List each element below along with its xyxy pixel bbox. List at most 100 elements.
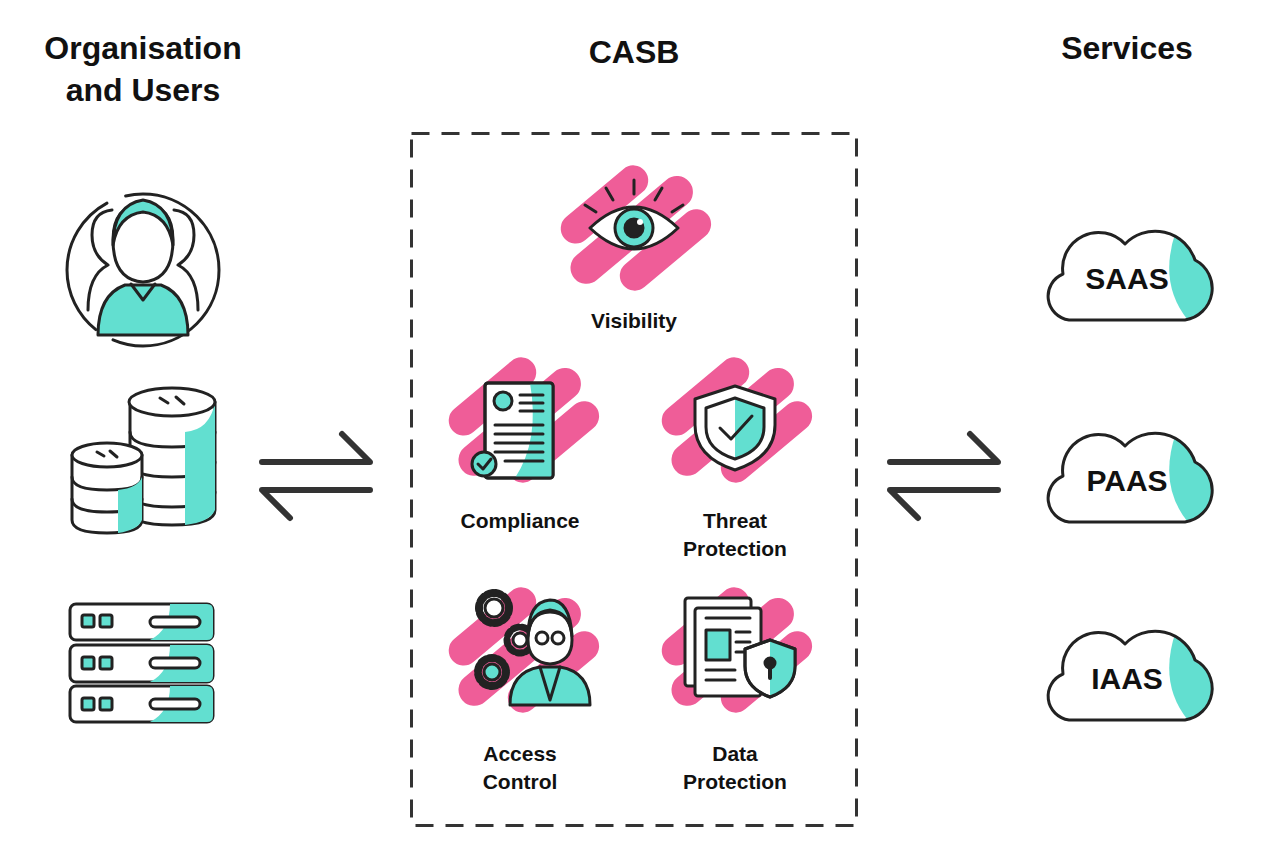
users-icon (131, 284, 155, 300)
server-icon (82, 657, 94, 669)
pink-blob (429, 142, 824, 740)
users-icon (67, 194, 219, 346)
access-control-icon (484, 664, 500, 680)
server-icon (70, 604, 213, 722)
cloud-outline (1048, 433, 1212, 522)
service-name: PAAS (1086, 458, 1167, 498)
users-icon (113, 200, 173, 245)
shield-icon (695, 386, 775, 470)
database-icon (185, 402, 215, 525)
cloud-outline (1048, 231, 1212, 320)
pink-blob (429, 334, 611, 510)
data-protection-icon (768, 666, 772, 678)
capability-item: Data Protection (670, 740, 800, 795)
capability-item: Threat Protection (670, 507, 800, 562)
database-icon (72, 388, 215, 533)
exchange-arrows (262, 490, 370, 518)
compliance-icon (495, 395, 543, 461)
data-protection-icon (706, 630, 730, 660)
cloud-shade (1169, 430, 1227, 530)
data-protection-icon (745, 640, 795, 697)
compliance-icon (494, 392, 512, 410)
column-heading: CASB (410, 32, 858, 74)
server-icon (150, 686, 213, 722)
server-icon (150, 617, 200, 627)
database-icon (129, 388, 215, 416)
database-icon (72, 443, 142, 467)
pink-blob (665, 591, 800, 712)
access-control-icon (510, 667, 590, 705)
pink-blob (429, 564, 611, 740)
data-protection-icon (745, 640, 795, 697)
access-control-icon (478, 658, 506, 686)
eye-icon (585, 180, 683, 212)
server-icon (150, 699, 200, 709)
column-heading: Organisation and Users (23, 28, 263, 111)
access-control-icon (478, 593, 590, 705)
pink-blob (502, 625, 606, 719)
users-icon (67, 194, 219, 346)
server-icon (82, 698, 94, 710)
server-icon (82, 615, 94, 627)
service-cloud: SAAS (1027, 228, 1227, 324)
eye-icon (625, 219, 643, 237)
compliance-icon (472, 383, 553, 478)
server-icon (150, 645, 213, 682)
capability-item: Visibility (569, 307, 699, 335)
data-protection-icon (685, 598, 795, 697)
pink-blob (642, 334, 824, 510)
server-icon (100, 657, 112, 669)
service-cloud: PAAS (1027, 430, 1227, 526)
access-control-icon (536, 632, 548, 644)
shield-icon (720, 416, 752, 439)
capability-item: Access Control (455, 740, 585, 795)
server-icon (150, 658, 200, 668)
eye-icon (637, 219, 643, 225)
server-icon (150, 604, 213, 640)
access-control-icon (552, 632, 564, 644)
access-control-icon (513, 633, 527, 647)
capability-label: Threat Protection (670, 507, 800, 562)
service-name: IAAS (1091, 656, 1163, 696)
exchange-arrows (890, 434, 998, 462)
exchange-arrows (262, 434, 998, 518)
database-icon (118, 477, 142, 533)
access-control-icon (540, 667, 560, 700)
database-icon (97, 451, 117, 457)
server-icon (100, 615, 112, 627)
compliance-icon (472, 452, 496, 476)
database-icon (160, 397, 184, 404)
access-control-icon (479, 593, 509, 623)
server-icon (100, 698, 112, 710)
eye-icon (615, 209, 653, 247)
server-icon (70, 645, 213, 682)
server-icon (70, 604, 213, 640)
pink-blob (642, 564, 824, 740)
shield-icon (695, 386, 775, 470)
illustration (67, 194, 998, 722)
compliance-icon (515, 383, 553, 478)
capability-label: Visibility (569, 307, 699, 335)
column-heading: Services (1010, 28, 1244, 70)
capability-item: Compliance (455, 507, 585, 535)
capability-label: Access Control (455, 740, 585, 795)
eye-icon (585, 180, 683, 249)
capability-label: Data Protection (670, 740, 800, 795)
access-control-icon (528, 600, 572, 636)
cloud-shade (1169, 228, 1227, 328)
eye-icon (590, 207, 678, 249)
illustration (472, 180, 795, 705)
compliance-icon (478, 459, 491, 469)
exchange-arrows (890, 490, 998, 518)
access-control-icon (485, 599, 503, 617)
dashed-border (410, 132, 858, 827)
service-name: SAAS (1085, 256, 1168, 296)
exchange-arrows (262, 434, 370, 462)
server-icon (70, 686, 213, 722)
cloud-shade (1169, 628, 1227, 728)
cloud-outline (1048, 631, 1212, 720)
capability-label: Compliance (455, 507, 585, 535)
pink-blob (541, 142, 723, 318)
